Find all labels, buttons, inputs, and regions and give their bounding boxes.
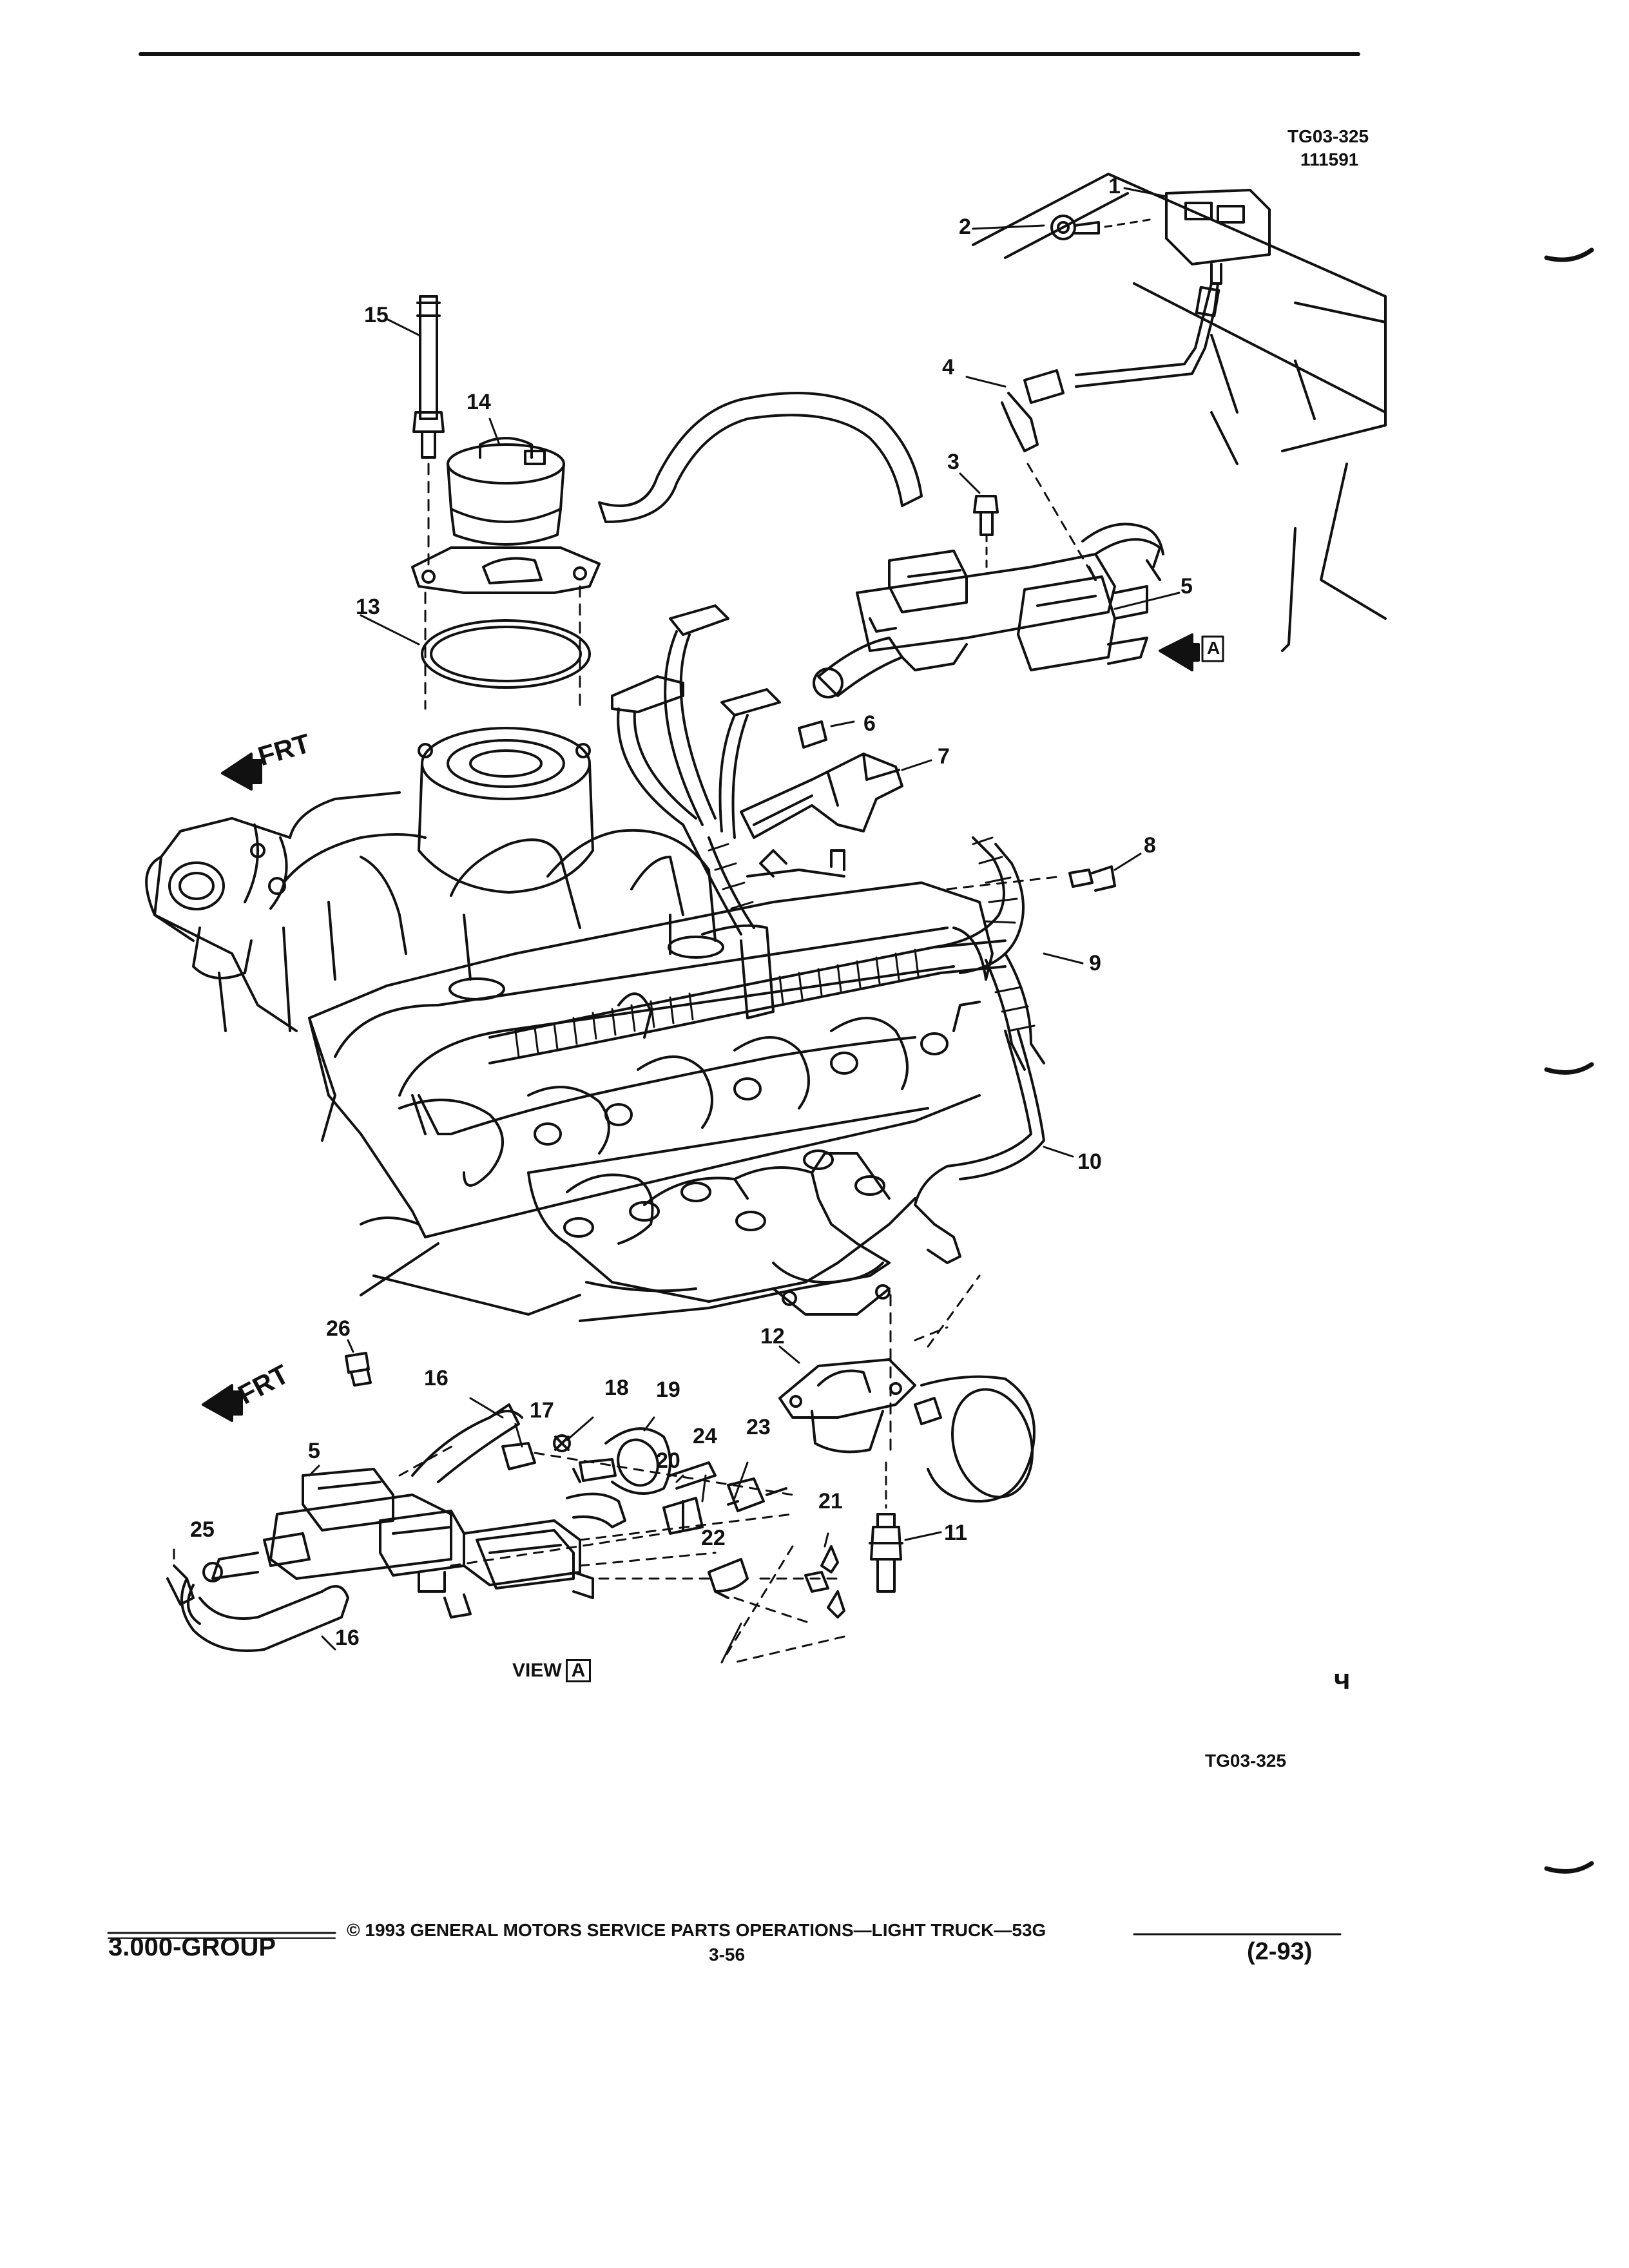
callout-4: 4 [942, 355, 954, 380]
part-2-bolt [1050, 215, 1155, 240]
callout-23: 23 [746, 1415, 771, 1439]
callout-11: 11 [944, 1521, 967, 1545]
callout-2: 2 [959, 215, 971, 239]
callout-16-lower: 16 [335, 1626, 360, 1650]
callout-13: 13 [356, 595, 380, 619]
view-letter-box: A [565, 1659, 592, 1682]
frt-arrow-upper [221, 753, 262, 791]
part-13-gasket [360, 585, 591, 710]
callout-7: 7 [938, 744, 950, 769]
leader-4 [965, 376, 1007, 388]
binding-mark [1544, 1861, 1594, 1874]
callout-18: 18 [604, 1376, 629, 1400]
footer-copyright: © 1993 GENERAL MOTORS SERVICE PARTS OPER… [347, 1920, 1046, 1940]
callout-1: 1 [1108, 174, 1121, 198]
upper-hose [598, 392, 923, 523]
callout-16-upper: 16 [424, 1366, 448, 1390]
canister [914, 1274, 1036, 1503]
part-7-bracket [740, 753, 932, 839]
callout-10: 10 [1077, 1149, 1102, 1174]
part-15-tube [385, 295, 445, 568]
body-panel [972, 173, 1387, 652]
binding-mark [1544, 247, 1594, 262]
callout-21: 21 [818, 1489, 843, 1514]
part-9-harness [488, 604, 1084, 1071]
part-14-egr-valve [411, 418, 601, 594]
footer-page-number: 3-56 [709, 1945, 746, 1965]
part-4-vacuum-line [1001, 282, 1220, 581]
callout-12: 12 [760, 1324, 785, 1349]
callout-15: 15 [364, 303, 389, 327]
callout-5-upper: 5 [1181, 574, 1193, 599]
callout-17: 17 [530, 1398, 554, 1423]
part-11-stud [869, 1461, 942, 1593]
figure-bottom-ref: TG03-325 [1205, 1751, 1287, 1771]
corner-mark: ч [1334, 1664, 1351, 1695]
exhaust-manifold [563, 1149, 891, 1316]
callout-5-lower: 5 [308, 1439, 320, 1463]
callout-24: 24 [693, 1424, 717, 1448]
view-a-arrow-letter: A [1207, 638, 1220, 658]
view-a-arrow [1159, 633, 1224, 671]
part-5-solenoid-assembly [813, 523, 1181, 698]
part-8-fitting [946, 852, 1142, 892]
injector-lines [398, 1001, 1074, 1264]
view-a-assembly [166, 1384, 845, 1664]
callout-20: 20 [656, 1448, 680, 1473]
part-12-valve [778, 1294, 916, 1457]
part-3-bolt [959, 472, 999, 575]
leader-1 [1123, 187, 1168, 198]
view-label-text: VIEW [512, 1660, 562, 1681]
callout-6: 6 [863, 711, 876, 736]
valve-cover [308, 881, 994, 1142]
part-1-connector [1165, 189, 1271, 285]
callout-14: 14 [467, 390, 491, 414]
footer-group: 3.000-GROUP [108, 1933, 276, 1961]
binding-mark [1544, 1062, 1594, 1075]
callout-19: 19 [656, 1378, 680, 1402]
leader-2 [972, 224, 1045, 230]
intake-manifold [145, 791, 845, 1032]
footer-revision: (2-93) [1247, 1938, 1313, 1965]
intake-plenum [418, 727, 594, 894]
callout-25: 25 [190, 1517, 215, 1542]
callout-26: 26 [326, 1316, 351, 1341]
part-26-fitting [345, 1339, 372, 1387]
figure-ref-code: TG03-325 [1287, 126, 1369, 146]
callout-22: 22 [701, 1526, 726, 1550]
figure-date-code: 111591 [1300, 149, 1359, 169]
frt-arrow-lower [202, 1384, 243, 1422]
callout-9: 9 [1089, 951, 1101, 975]
callout-8: 8 [1144, 833, 1156, 858]
callout-3: 3 [947, 450, 959, 474]
engine-block [308, 1017, 981, 1322]
part-6-nut [798, 720, 855, 749]
